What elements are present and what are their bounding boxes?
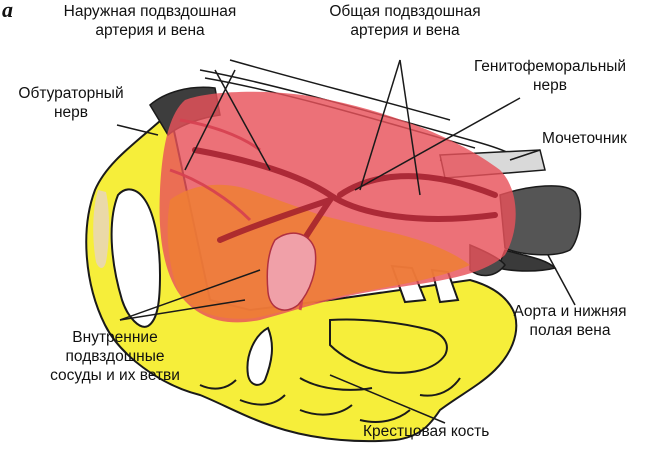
label-obturator: Обтураторный нерв — [4, 84, 138, 122]
label-genitofemoral: Генитофеморальный нерв — [450, 57, 650, 95]
label-ureter: Мочеточник — [542, 129, 627, 148]
panel-letter: а — [2, 0, 13, 23]
label-common-iliac: Общая подвздошная артерия и вена — [305, 2, 505, 40]
label-internal-iliac: Внутренние подвздошные сосуды и их ветви — [35, 328, 195, 385]
label-external-iliac: Наружная подвздошная артерия и вена — [35, 2, 265, 40]
label-aorta: Аорта и нижняя полая вена — [495, 302, 645, 340]
label-sacrum: Крестцовая кость — [363, 422, 489, 441]
